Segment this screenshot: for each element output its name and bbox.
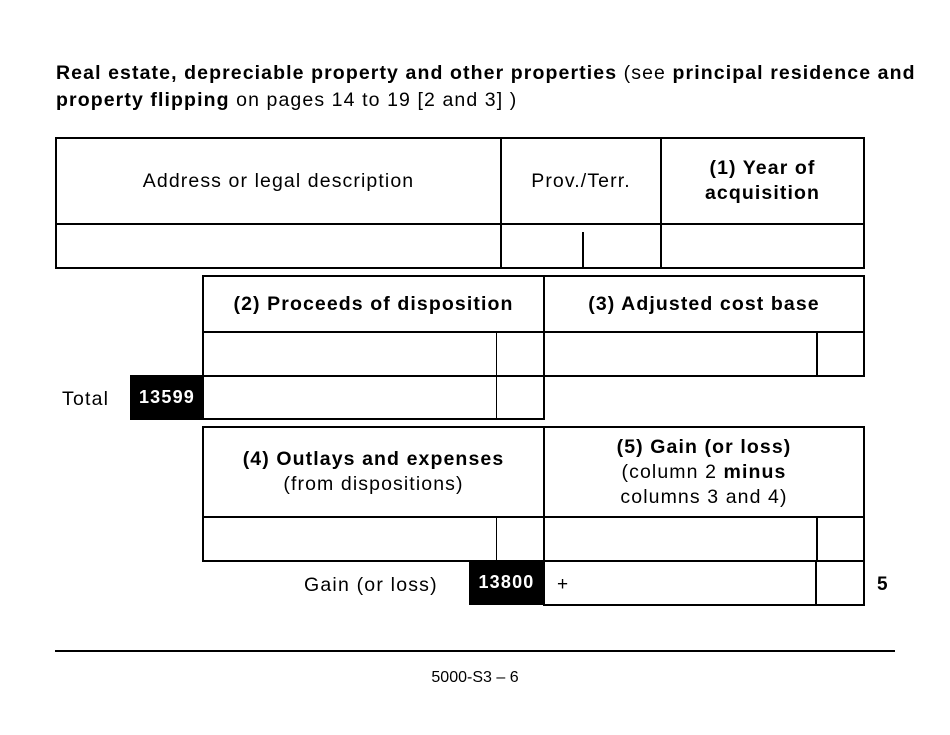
line-code-13800: 13800 (469, 560, 544, 605)
intro-bold-reference: principal residence and property flippin… (56, 62, 916, 111)
table1-col-divider-2 (660, 137, 662, 269)
outlays-and-expenses-header: (4) Outlays and expenses (from dispositi… (204, 428, 543, 516)
year-of-acquisition-header: (1) Year of acquisition (662, 139, 863, 223)
table1-header-divider (55, 223, 865, 225)
address-header: Address or legal description (142, 169, 415, 192)
year-of-acquisition-label: (1) Year of acquisition (704, 157, 821, 204)
outlays-subtitle: (from dispositions) (283, 473, 464, 495)
proceeds-cents-input[interactable] (497, 333, 543, 375)
prov-terr-header: Prov./Terr. (531, 169, 631, 192)
prov-terr-input-2[interactable] (584, 225, 660, 267)
total-cents-divider (496, 377, 497, 418)
gain-total-box (543, 560, 865, 606)
proceeds-cents-divider (496, 333, 497, 375)
intro-text: (see (617, 62, 673, 84)
intro-bold-title: Real estate, depreciable property and ot… (56, 62, 618, 84)
gain-dollars-input[interactable] (545, 518, 816, 560)
gain-or-loss-total-label: Gain (or loss) (304, 574, 438, 596)
table3-col-divider (543, 426, 545, 562)
table1-col-divider-1 (500, 137, 502, 269)
total-label: Total (62, 388, 110, 410)
prov-terr-input-1[interactable] (502, 225, 582, 267)
gain-subtitle-line2: columns 3 and 4) (620, 485, 788, 508)
gain-or-loss-label: (5) Gain (or loss) (616, 435, 792, 458)
proceeds-of-disposition-label: (2) Proceeds of disposition (233, 292, 514, 315)
adjusted-cost-base-label: (3) Adjusted cost base (588, 292, 820, 315)
acb-dollars-input[interactable] (545, 333, 816, 375)
acb-cents-divider (816, 333, 818, 375)
outlays-dollars-input[interactable] (204, 518, 496, 560)
outlays-cents-input[interactable] (497, 518, 543, 560)
table2-header-divider (202, 331, 865, 333)
gain-cents-divider (816, 518, 818, 560)
total-proceeds-box (202, 375, 545, 420)
intro-text-pages: on pages 14 to 19 [2 and 3] ) (229, 89, 518, 111)
gain-subtitle-text: (column 2 (621, 460, 724, 483)
table2-col-divider (543, 275, 545, 377)
gain-subtitle-minus: minus (723, 460, 787, 483)
proceeds-of-disposition-header: (2) Proceeds of disposition (204, 277, 543, 331)
gain-or-loss-header: (5) Gain (or loss) (column 2 minus colum… (545, 428, 863, 516)
outlays-and-expenses-label: (4) Outlays and expenses (242, 448, 505, 470)
gain-subtitle-line1: (column 2 minus (622, 460, 787, 485)
address-input[interactable] (57, 225, 500, 267)
proceeds-dollars-input[interactable] (204, 333, 496, 375)
table3-header-divider (202, 516, 865, 518)
prov-terr-comb-divider (582, 232, 584, 267)
gain-cents-input[interactable] (818, 518, 863, 560)
adjusted-cost-base-header: (3) Adjusted cost base (545, 277, 863, 331)
footer-rule (55, 650, 895, 652)
property-identification-table (55, 137, 865, 269)
gain-total-cents-divider (815, 560, 817, 606)
page-number: 5000-S3 – 6 (431, 669, 519, 686)
gain-total-dollars-input[interactable] (575, 562, 815, 604)
total-proceeds-dollars-input[interactable] (204, 377, 496, 418)
gain-total-cents-input[interactable] (817, 562, 863, 604)
year-of-acquisition-input[interactable] (662, 225, 863, 267)
acb-cents-input[interactable] (818, 333, 863, 375)
section-intro: Real estate, depreciable property and ot… (56, 60, 916, 114)
plus-sign: + (557, 574, 569, 595)
total-proceeds-cents-input[interactable] (497, 377, 543, 418)
line-number-5: 5 (877, 574, 888, 595)
line-code-13599: 13599 (130, 375, 204, 420)
outlays-cents-divider (496, 518, 497, 560)
